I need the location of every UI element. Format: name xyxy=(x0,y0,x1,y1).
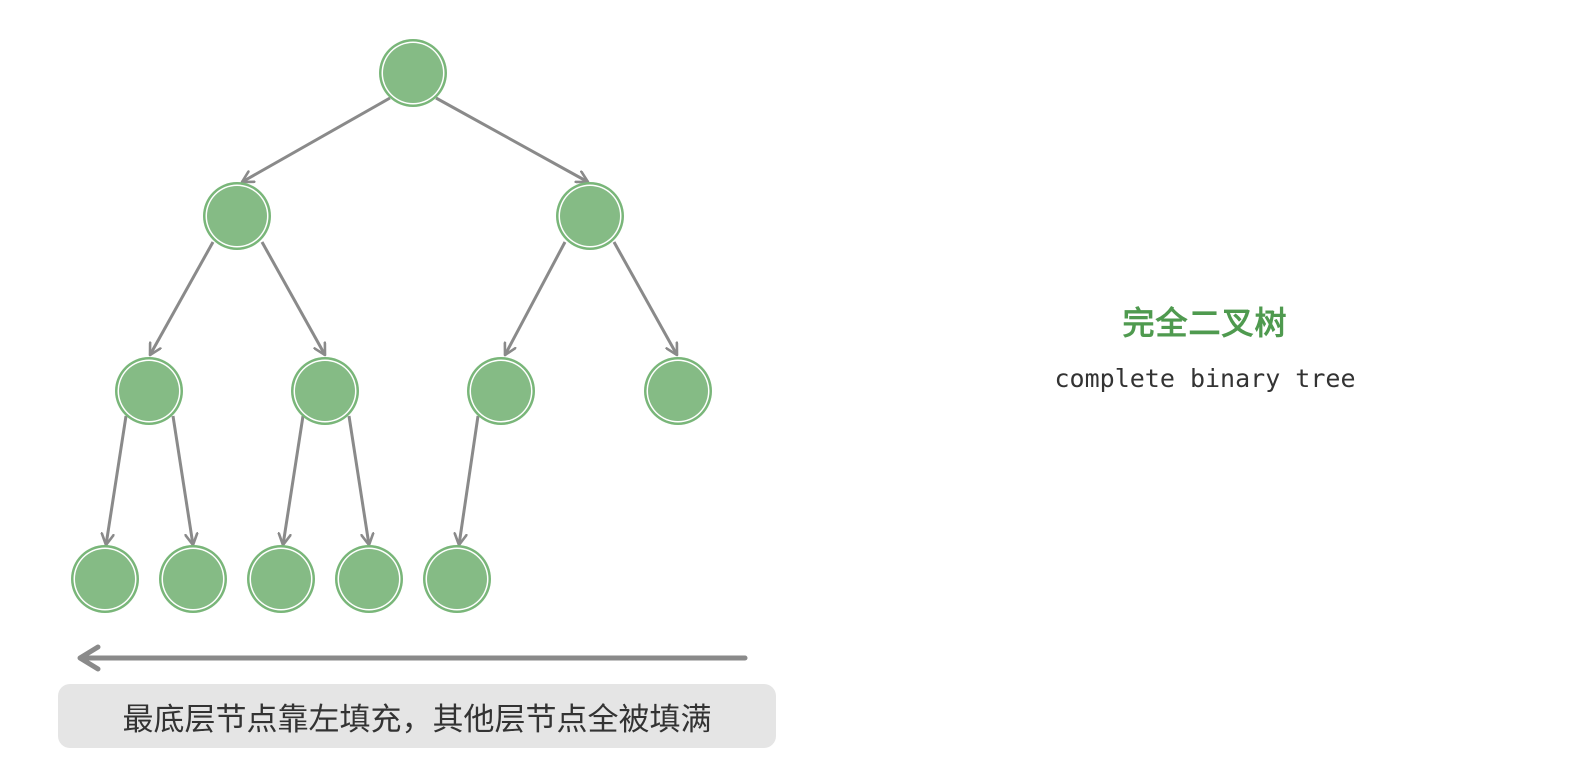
tree-nodes xyxy=(71,39,712,613)
edge-r1-left xyxy=(505,241,567,355)
tree-node-level1-left xyxy=(203,182,271,250)
tree-node-level3-2 xyxy=(159,545,227,613)
tree-node-level2-3 xyxy=(467,357,535,425)
edge-b-right xyxy=(347,415,369,545)
tree-node-root xyxy=(379,39,447,107)
diagram-title-chinese: 完全二叉树 xyxy=(1122,304,1288,342)
edge-l1-left xyxy=(148,241,215,355)
edge-a-left xyxy=(106,415,128,545)
tree-node-level2-4 xyxy=(644,357,712,425)
edge-l1-right xyxy=(260,241,327,355)
edge-c-left xyxy=(459,415,480,545)
edge-b-left xyxy=(283,415,305,545)
tree-node-level3-5 xyxy=(423,545,491,613)
tree-node-level3-1 xyxy=(71,545,139,613)
tree-node-level2-2 xyxy=(291,357,359,425)
tree-node-level2-1 xyxy=(115,357,183,425)
caption-text: 最底层节点靠左填充，其他层节点全被填满 xyxy=(122,701,712,738)
tree-node-level3-3 xyxy=(247,545,315,613)
edge-r1-right xyxy=(612,241,679,355)
edge-root-left xyxy=(242,96,391,184)
fill-direction-arrow xyxy=(77,644,748,672)
edge-root-right xyxy=(435,96,588,184)
edge-a-right xyxy=(171,415,193,545)
diagram-title-english: complete binary tree xyxy=(1054,364,1356,393)
tree-node-level1-right xyxy=(556,182,624,250)
tree-edges xyxy=(106,96,679,545)
caption-box: 最底层节点靠左填充，其他层节点全被填满 xyxy=(58,684,776,748)
tree-node-level3-4 xyxy=(335,545,403,613)
